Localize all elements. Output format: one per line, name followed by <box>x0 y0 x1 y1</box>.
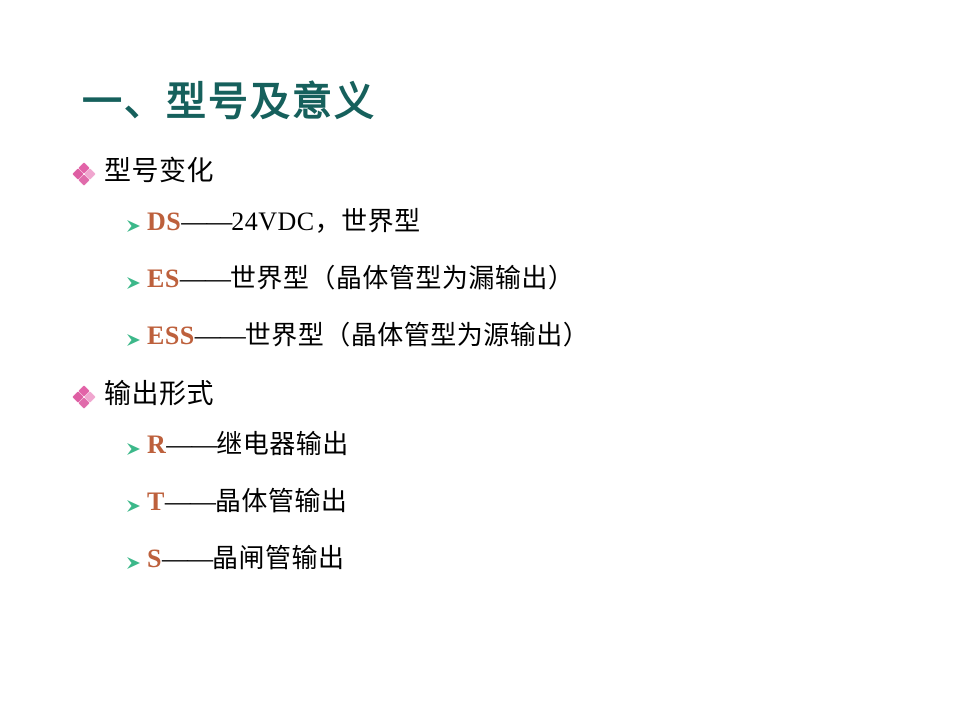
em-dash: —— <box>161 544 213 573</box>
list-item: ES——世界型（晶体管型为漏输出） <box>0 259 960 316</box>
arrow-bullet-icon <box>126 263 147 303</box>
model-code: DS <box>147 207 182 236</box>
model-description: 世界型（晶体管型为漏输出） <box>229 264 575 293</box>
model-description: 世界型（晶体管型为源输出） <box>244 321 590 350</box>
model-code: ESS <box>147 321 195 350</box>
list-item: S——晶闸管输出 <box>0 539 960 596</box>
em-dash: —— <box>181 207 232 236</box>
section-heading-label: 输出形式 <box>104 379 214 410</box>
model-code: ES <box>147 264 180 293</box>
model-description: 继电器输出 <box>216 430 349 459</box>
arrow-bullet-icon <box>126 206 147 246</box>
list-item: T——晶体管输出 <box>0 482 960 539</box>
arrow-bullet-icon <box>126 486 147 526</box>
section-heading-label: 型号变化 <box>104 156 214 187</box>
model-code: S <box>147 544 162 573</box>
section-heading-output-type: 输出形式 <box>0 373 960 425</box>
diamond-cluster-bullet-icon <box>72 150 104 196</box>
em-dash: —— <box>164 487 216 516</box>
arrow-bullet-icon <box>126 543 147 583</box>
arrow-bullet-icon <box>126 429 147 469</box>
list-item: DS——24VDC，世界型 <box>0 202 960 259</box>
slide-content-list: 型号变化 DS——24VDC，世界型 ES——世界型（晶体管型为漏输出） <box>0 150 960 596</box>
model-description: 24VDC，世界型 <box>231 207 421 236</box>
model-code: T <box>147 487 165 516</box>
list-item: R——继电器输出 <box>0 425 960 482</box>
section-heading-model-change: 型号变化 <box>0 150 960 202</box>
diamond-cluster-bullet-icon <box>72 373 104 419</box>
page-title: 一、型号及意义 <box>82 79 376 125</box>
model-description: 晶体管输出 <box>214 487 348 516</box>
arrow-bullet-icon <box>126 320 147 360</box>
model-description: 晶闸管输出 <box>211 544 345 573</box>
list-item: ESS——世界型（晶体管型为源输出） <box>0 316 960 373</box>
model-code: R <box>147 430 167 459</box>
em-dash: —— <box>179 264 231 293</box>
em-dash: —— <box>194 321 246 350</box>
em-dash: —— <box>166 430 217 459</box>
